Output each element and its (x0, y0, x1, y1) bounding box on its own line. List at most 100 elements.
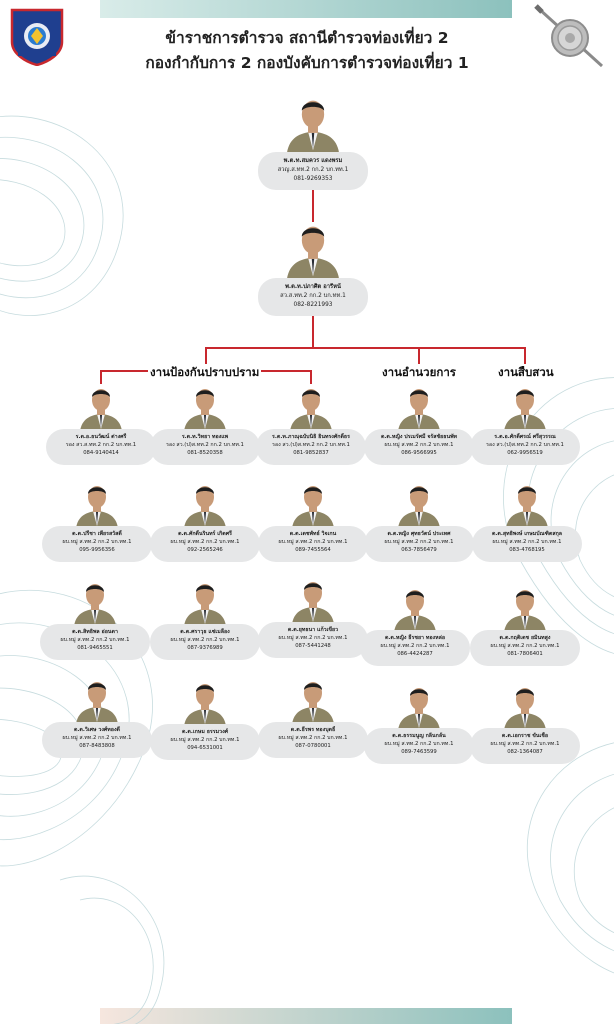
person-name: ด.ต.ศักดิ์นรินทร์ เกิดศรี (178, 531, 232, 537)
person-position: ผบ.หมู่ ส.ทท.2 กก.2 บก.ทท.1 (278, 635, 348, 641)
tourist-police-logo (10, 8, 64, 66)
person-phone: 087-9376989 (187, 645, 223, 651)
person-position: ผบ.หมู่ ส.ทท.2 กก.2 บก.ทท.1 (60, 637, 130, 643)
person-name: ด.ต.สิทธิพล อ่อนตา (72, 629, 118, 635)
person-position: ผบ.หมู่ ส.ทท.2 กก.2 บก.ทท.1 (492, 539, 562, 545)
person-name: ด.ต.ธีรพร ทองบุตธิ์ (290, 727, 336, 733)
officer-photo (184, 584, 226, 626)
person-phone: 087-8483808 (79, 743, 115, 749)
info-pill: ด.ต.ศักดิ์นรินทร์ เกิดศรีผบ.หมู่ ส.ทท.2 … (150, 526, 260, 562)
person-name: ด.ต.เอกราช ขันเชื่อ (501, 733, 549, 739)
officer-photo (506, 486, 548, 528)
person-phone: 082-8221993 (293, 302, 333, 308)
officer-photo (184, 684, 226, 726)
person-position: ผบ.หมู่ ส.ทท.2 กก.2 บก.ทท.1 (490, 643, 560, 649)
person-phone: 089-7455564 (295, 547, 331, 553)
person-name: ร.ต.ท.ภาณุฉบับนิธิ ยินทรงศักดิ์ธร (272, 434, 350, 440)
officer-photo (398, 486, 440, 528)
person-phone: 084-9140414 (83, 450, 119, 456)
person-position: ผบ.หมู่ ส.ทท.2 กก.2 บก.ทท.1 (380, 643, 450, 649)
person-position: สวญ.ส.ทท.2 กก.2 บก.ทท.1 (277, 167, 349, 173)
person-phone: 081-9269353 (293, 176, 333, 182)
person-name: ด.ต.ธรรมนูญ กลิ่นกลั่น (392, 733, 446, 739)
officer-photo (184, 389, 226, 431)
person-name: ด.ต.หญิง ศุทธวัตน์ ประเทศ (387, 531, 451, 537)
top-accent-bar (100, 0, 512, 18)
person-position: ผบ.หมู่ ส.ทท.2 กก.2 บก.ทท.1 (170, 737, 240, 743)
person-phone: 089-7463599 (401, 749, 437, 755)
person-position: รอง สว.(ป)ส.ทท.2 กก.2 บก.ทท.1 (166, 442, 244, 448)
person-phone: 095-9956356 (79, 547, 115, 553)
bottom-accent-bar (100, 1008, 512, 1024)
officer-photo (504, 590, 546, 632)
person-position: สว.ส.ทท.2 กก.2 บก.ทท.1 (280, 293, 346, 299)
person-phone: 081-9465551 (77, 645, 113, 651)
person-phone: 081-7806401 (507, 651, 543, 657)
officer-photo (394, 590, 436, 632)
person-name: ร.ต.อ.ศักดิ์ศรณ์ ศรีสุวรรณ (494, 434, 556, 440)
officer-photo (292, 682, 334, 724)
person-name: ด.ต.หญิง ปรเมรัศมี จรัสชัยธนพัท (380, 434, 458, 440)
person-phone: 081-9852837 (293, 450, 329, 456)
person-name: ร.ต.ท.วิทยา ทองแพ (181, 434, 229, 440)
person-name: ด.ต.กฤติเดช ยมินทสูง (499, 635, 551, 641)
section-patrol: งานป้องกันปราบปราม (148, 364, 262, 382)
info-pill: ด.ต.ธรรมนูญ กลิ่นกลั่นผบ.หมู่ ส.ทท.2 กก.… (364, 728, 474, 764)
info-pill: ด.ต.ศราวุธ แซ่เมลืองผบ.หมู่ ส.ทท.2 กก.2 … (150, 624, 260, 660)
officer-photo (398, 688, 440, 730)
info-pill: ด.ต.เดชพัทธ์ วิจเกนผบ.หมู่ ส.ทท.2 กก.2 บ… (258, 526, 368, 562)
person-phone: 087-5441248 (295, 643, 331, 649)
person-name: ด.ต.สุทธิพงษ์ เกษมบัณฑิตสกุล (491, 531, 563, 537)
person-position: ผบ.หมู่ ส.ทท.2 กก.2 บก.ทท.1 (384, 539, 454, 545)
connector-patrol-left (100, 370, 102, 384)
officer-photo (80, 389, 122, 431)
person-phone: 087-0780001 (295, 743, 331, 749)
officer-photo (292, 582, 334, 624)
page-title: ข้าราชการตำรวจ สถานีตำรวจท่องเที่ยว 2 (165, 29, 449, 47)
person-name: ด.ต.วิเศษ วงศ์ทองดี (73, 727, 120, 733)
person-position: ผบ.หมู่ ส.ทท.2 กก.2 บก.ทท.1 (384, 442, 454, 448)
person-phone: 081-8520358 (187, 450, 223, 456)
info-pill: ด.ต.หญิง ปรเมรัศมี จรัสชัยธนพัทผบ.หมู่ ส… (364, 429, 474, 465)
info-pill: ด.ต.เกษม ธรรมวงศ์ผบ.หมู่ ส.ทท.2 กก.2 บก.… (150, 724, 260, 760)
info-pill: ร.ต.ท.ภาณุฉบับนิธิ ยินทรงศักดิ์ธรรอง สว.… (256, 429, 366, 465)
person-position: ผบ.หมู่ ส.ทท.2 กก.2 บก.ทท.1 (170, 539, 240, 545)
person-position: ผบ.หมู่ ส.ทท.2 กก.2 บก.ทท.1 (62, 735, 132, 741)
info-pill: ด.ต.ปรีชา เพียรสวัสดิ์ผบ.หมู่ ส.ทท.2 กก.… (42, 526, 152, 562)
police-emblem (534, 4, 604, 68)
connector-investigation (524, 347, 526, 369)
connector-admin (418, 347, 420, 369)
section-investigation: งานสืบสวน (496, 364, 556, 382)
person-position: ผบ.หมู่ ส.ทท.2 กก.2 บก.ทท.1 (278, 539, 348, 545)
info-pill: ด.ต.วิเศษ วงศ์ทองดีผบ.หมู่ ส.ทท.2 กก.2 บ… (42, 722, 152, 758)
info-pill: ด.ต.หญิง ศุทธวัตน์ ประเทศผบ.หมู่ ส.ทท.2 … (364, 526, 474, 562)
officer-photo (504, 389, 546, 431)
info-pill: ด.ต.สิทธิพล อ่อนตาผบ.หมู่ ส.ทท.2 กก.2 บก… (40, 624, 150, 660)
person-phone: 086-9566995 (401, 450, 437, 456)
section-admin: งานอำนวยการ (380, 364, 458, 382)
person-phone: 092-2565246 (187, 547, 223, 553)
person-phone: 083-4768195 (509, 547, 545, 553)
person-phone: 062-9956519 (507, 450, 543, 456)
officer-photo (286, 226, 340, 279)
info-pill: ด.ต.ยุทธนา แก้วเขียวผบ.หมู่ ส.ทท.2 กก.2 … (258, 622, 368, 658)
connector-chief-deputy (312, 190, 314, 222)
person-name: ด.ต.เกษม ธรรมวงศ์ (181, 729, 229, 735)
person-phone: 094-6531001 (187, 745, 223, 751)
page-subtitle: กองกำกับการ 2 กองบังคับการตำรวจท่องเที่ย… (145, 54, 469, 72)
person-position: ผบ.หมู่ ส.ทท.2 กก.2 บก.ทท.1 (170, 637, 240, 643)
connector-patrol-right (310, 370, 312, 384)
person-name: ด.ต.ศราวุธ แซ่เมลือง (180, 629, 230, 635)
officer-photo (76, 682, 118, 724)
info-pill: ร.ต.อ.ศักดิ์ศรณ์ ศรีสุวรรณรอง สว.(ป)ส.ทท… (470, 429, 580, 465)
person-phone: 082-1364087 (507, 749, 543, 755)
officer-photo (292, 486, 334, 528)
connector-horizontal (205, 347, 525, 349)
officer-photo (76, 486, 118, 528)
officer-photo (290, 389, 332, 431)
person-position: รอง สว.(ป)ส.ทท.2 กก.2 บก.ทท.1 (272, 442, 350, 448)
person-name: ร.ต.อ.ธนวัฒน์ ต่างศรี (75, 434, 127, 440)
info-pill: พ.ต.ท.สมควร แดงพรม สวญ.ส.ทท.2 กก.2 บก.ทท… (258, 152, 368, 190)
info-pill: ด.ต.หญิง ธีรชยา ทองหล่อผบ.หมู่ ส.ทท.2 กก… (360, 630, 470, 666)
officer-photo (184, 486, 226, 528)
